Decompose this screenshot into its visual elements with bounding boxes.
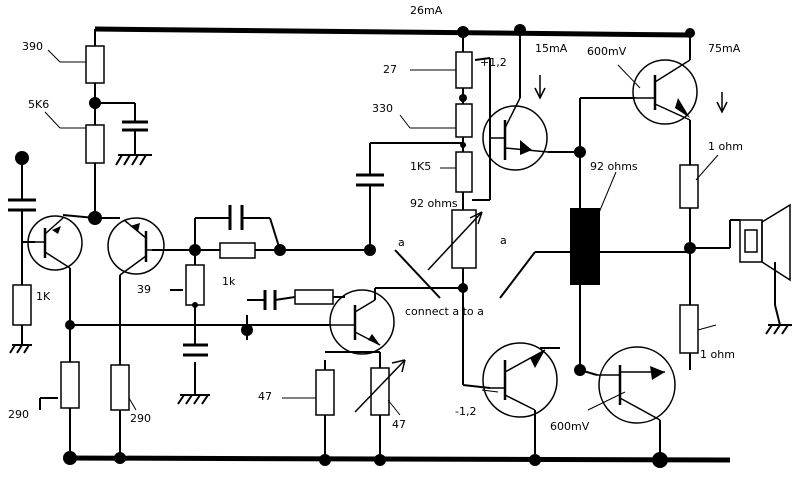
label-r39: 39 (137, 283, 151, 296)
resistor-5k6 (85, 124, 105, 164)
junction-dots (15, 24, 696, 468)
label-r-1ohm-top: 1 ohm (708, 140, 743, 153)
label-current-top: 26mA (410, 4, 443, 17)
resistor-290-right (110, 364, 130, 411)
positive-rail (94, 26, 691, 38)
resistor-small-input (294, 289, 334, 305)
resistor-27 (455, 51, 473, 89)
label-current-15ma: 15mA (535, 42, 568, 55)
resistor-47-left (315, 369, 335, 416)
label-r-1ohm-bottom: 1 ohm (700, 348, 735, 361)
label-plus-1-2: +1,2 (480, 56, 507, 69)
label-connect-note: connect a to a (405, 305, 484, 318)
transistor-vas (329, 289, 395, 355)
resistor-1k-series (219, 242, 256, 259)
capacitors (8, 120, 384, 357)
label-r92-pot: 92 ohms (410, 197, 458, 210)
output-coil-92-ohms (570, 208, 600, 285)
ground-symbols (9, 130, 792, 405)
label-current-75ma: 75mA (708, 42, 741, 55)
label-r330: 330 (372, 102, 393, 115)
label-r1k-left: 1K (36, 290, 51, 303)
resistor-1-ohm-bottom (679, 304, 699, 354)
resistors (12, 45, 699, 416)
potentiometer-92-ohms (451, 209, 477, 269)
resistor-1k-left (12, 284, 32, 326)
transistor-driver-bottom (482, 342, 558, 418)
ground-rail (64, 455, 731, 463)
pot-arrows (354, 211, 483, 413)
resistor-39 (185, 264, 205, 306)
transistor-output-bottom (597, 346, 676, 424)
transistor-q1 (27, 215, 83, 271)
transistor-driver-top (482, 97, 549, 171)
resistor-47-right (370, 367, 390, 416)
label-r47-right: 47 (392, 418, 406, 431)
transistors (27, 59, 698, 424)
label-r92-coil: 92 ohms (590, 160, 638, 173)
label-r5k6: 5K6 (28, 98, 49, 111)
label-r1k5: 1K5 (410, 160, 431, 173)
label-minus-1-2: -1,2 (455, 405, 476, 418)
resistor-290-left (60, 361, 80, 409)
label-r290-right: 290 (130, 412, 151, 425)
leader-lines (39, 49, 719, 416)
label-r290-left: 290 (8, 408, 29, 421)
labels: 26mA 390 5K6 27 +1,2 15mA 600mV 75mA 330… (8, 4, 743, 433)
resistor-390 (85, 45, 105, 84)
label-r27: 27 (383, 63, 397, 76)
label-node-a-left: a (398, 236, 405, 249)
speaker-icon (739, 203, 791, 282)
label-r390: 390 (22, 40, 43, 53)
transistor-output-top (632, 59, 698, 125)
resistor-1-ohm-top (679, 164, 699, 209)
label-r1k-series: 1k (222, 275, 236, 288)
resistor-330 (455, 103, 473, 138)
transistor-q2 (107, 217, 165, 276)
label-r47-left: 47 (258, 390, 272, 403)
label-node-a-right: a (500, 234, 507, 247)
label-600mv-bottom: 600mV (550, 420, 590, 433)
current-arrows (534, 75, 728, 114)
label-600mv-top: 600mV (587, 45, 627, 58)
resistor-1k5 (455, 151, 473, 193)
